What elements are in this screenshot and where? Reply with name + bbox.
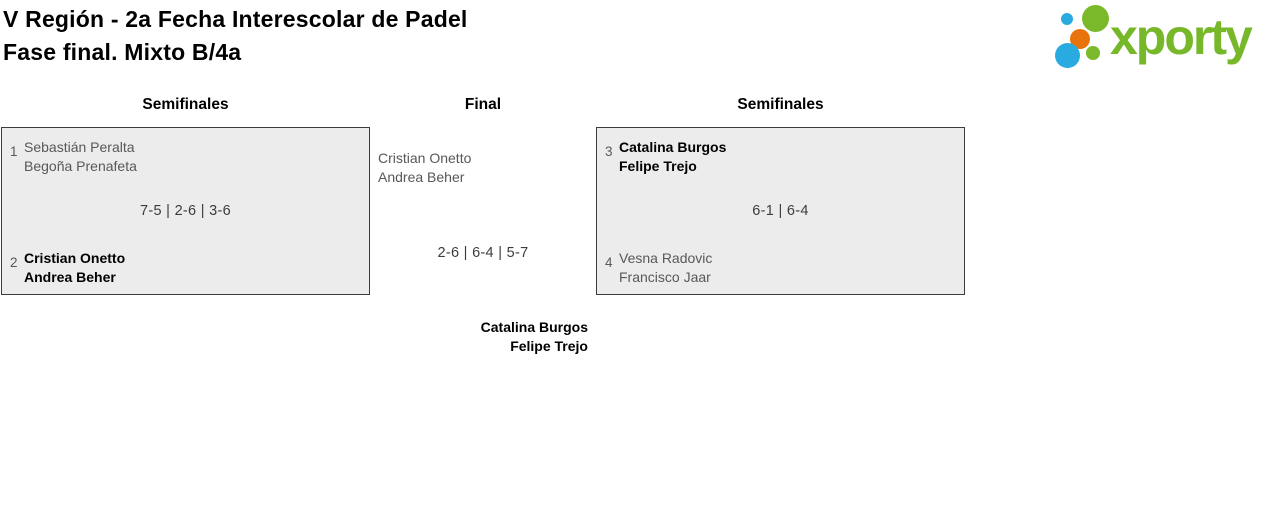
column-header-final: Final xyxy=(464,96,502,113)
team-names: Cristian Onetto Andrea Beher xyxy=(24,249,125,287)
player-name: Sebastián Peralta xyxy=(24,139,135,155)
logo-wordmark: xporty xyxy=(1110,9,1253,65)
final-match-score: 2-6 | 6-4 | 5-7 xyxy=(437,245,529,261)
seed-number: 2 xyxy=(10,255,18,270)
seed-number: 4 xyxy=(605,255,613,270)
player-name: Vesna Radovic xyxy=(619,250,713,266)
team-names: Sebastián Peralta Begoña Prenafeta xyxy=(24,138,137,176)
player-name: Cristian Onetto xyxy=(24,250,126,266)
logo-dot-icon xyxy=(1070,29,1090,49)
column-header-semifinal-right: Semifinales xyxy=(737,96,824,113)
xporty-logo: xporty xyxy=(1050,0,1280,80)
team-names: Catalina Burgos Felipe Trejo xyxy=(619,138,726,176)
player-name: Felipe Trejo xyxy=(510,338,588,354)
logo-dot-icon xyxy=(1055,43,1080,68)
page-title: V Región - 2a Fecha Interescolar de Pade… xyxy=(3,3,468,69)
final-team-names: Cristian Onetto Andrea Beher xyxy=(378,149,471,187)
player-name: Begoña Prenafeta xyxy=(24,158,137,174)
semifinal-right-match-box: 3 Catalina Burgos Felipe Trejo 6-1 | 6-4… xyxy=(596,127,965,295)
player-name: Andrea Beher xyxy=(378,169,465,185)
logo-dot-icon xyxy=(1086,46,1100,60)
final-winner-names: Catalina Burgos Felipe Trejo xyxy=(378,318,588,356)
column-header-semifinal-left: Semifinales xyxy=(142,96,229,113)
match-score: 7-5 | 2-6 | 3-6 xyxy=(139,203,232,219)
logo-dot-icon xyxy=(1082,5,1109,32)
page-title-line2: Fase final. Mixto B/4a xyxy=(3,39,242,65)
semifinal-left-match-box: 1 Sebastián Peralta Begoña Prenafeta 7-5… xyxy=(1,127,370,295)
team-names: Vesna Radovic Francisco Jaar xyxy=(619,249,712,287)
seed-number: 1 xyxy=(10,144,18,159)
player-name: Cristian Onetto xyxy=(378,150,472,166)
match-score: 6-1 | 6-4 xyxy=(752,203,809,219)
player-name: Francisco Jaar xyxy=(619,269,711,285)
player-name: Catalina Burgos xyxy=(480,319,588,335)
seed-number: 3 xyxy=(605,144,613,159)
player-name: Andrea Beher xyxy=(24,269,116,285)
player-name: Felipe Trejo xyxy=(619,158,697,174)
logo-dot-icon xyxy=(1061,13,1073,25)
page-title-line1: V Región - 2a Fecha Interescolar de Pade… xyxy=(3,6,468,32)
player-name: Catalina Burgos xyxy=(619,139,727,155)
